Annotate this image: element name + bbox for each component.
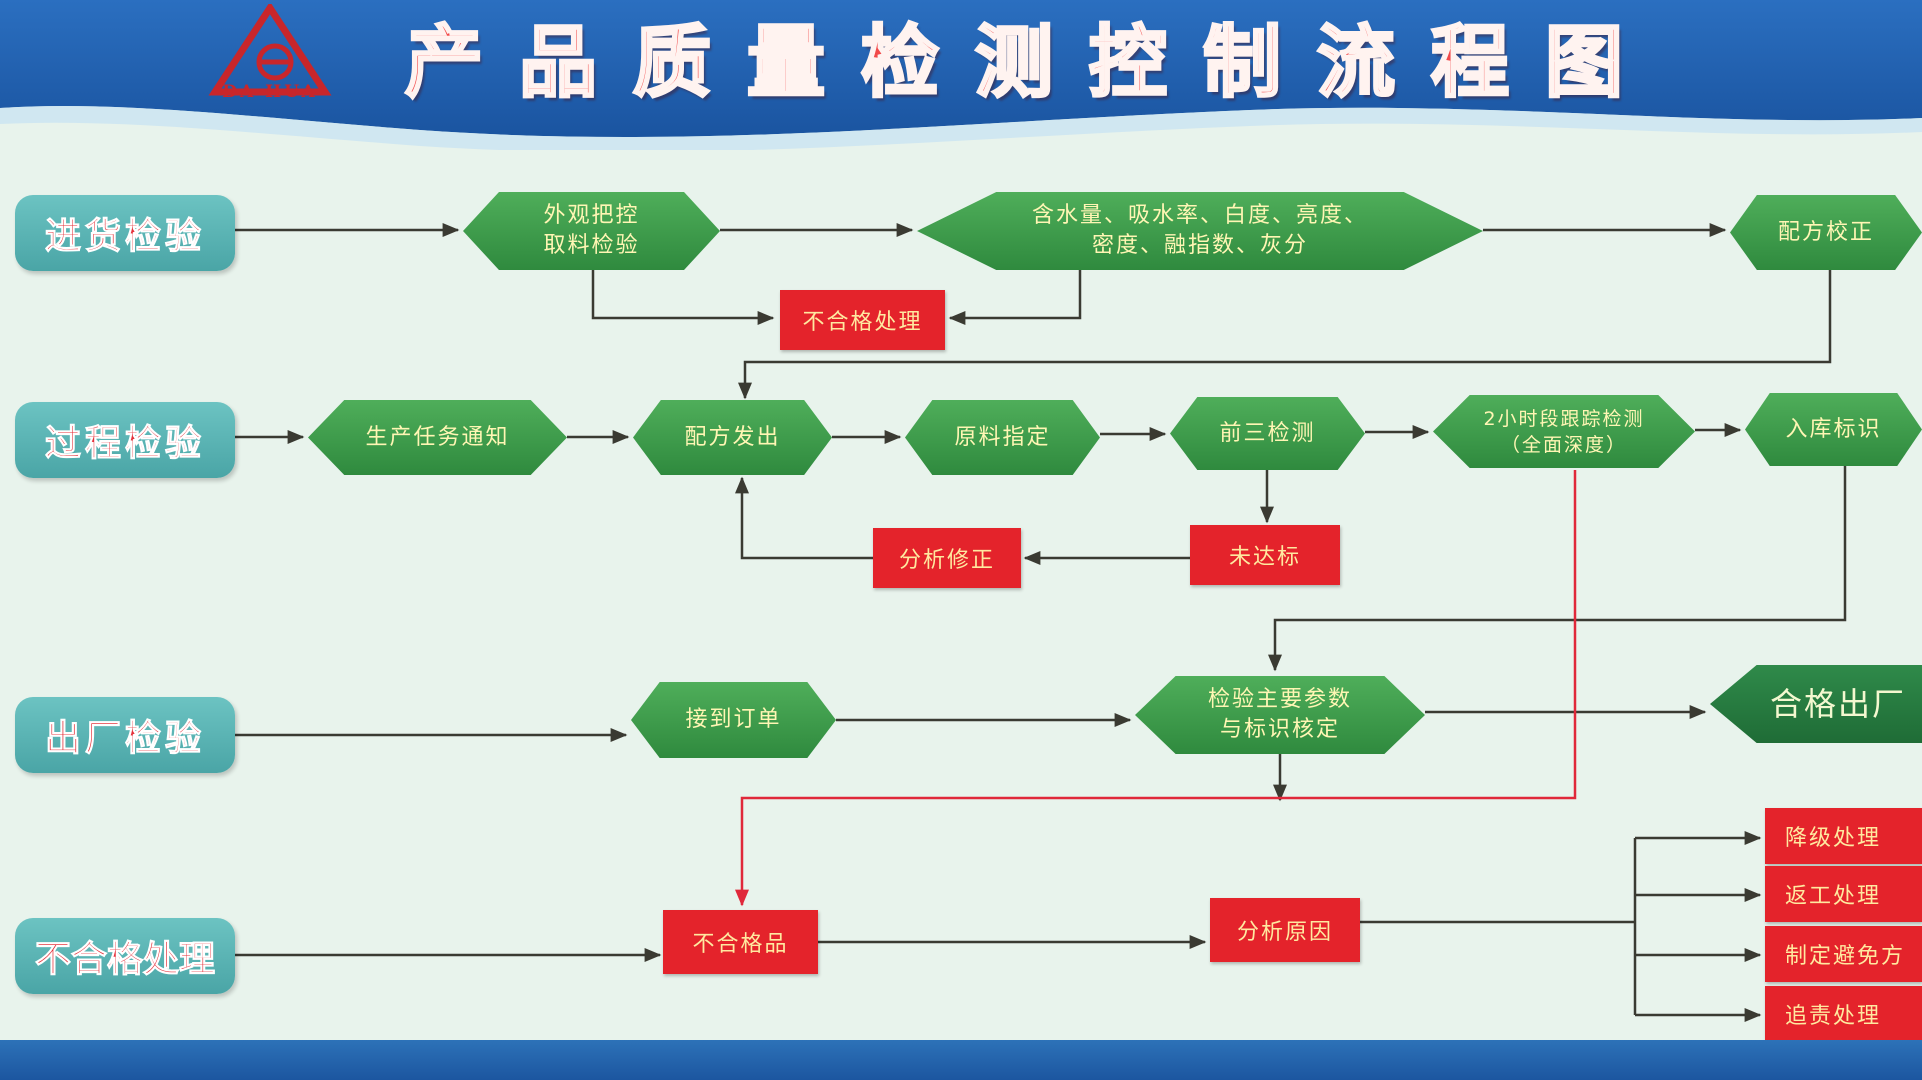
lane-nonconforming-handling: 不合格处理: [15, 918, 235, 994]
node-rework: 返工处理: [1765, 866, 1922, 922]
header-background: [0, 0, 1922, 150]
node-two-hour-tracking: 2小时段跟踪检测（全面深度）: [1433, 395, 1695, 468]
node-not-standard: 未达标: [1190, 525, 1340, 585]
node-production-notice: 生产任务通知: [308, 400, 567, 475]
page-title: 产品质量检测控制流程图: [403, 17, 1660, 110]
node-formula-issue: 配方发出: [633, 400, 832, 475]
logo-text: DA HUA: [222, 82, 318, 102]
node-material-assign: 原料指定: [905, 400, 1100, 475]
node-storage-label: 入库标识: [1745, 393, 1922, 466]
node-analyze-cause: 分析原因: [1210, 898, 1360, 962]
node-first-three-tests: 前三检测: [1170, 397, 1365, 470]
node-formula-correction: 配方校正: [1730, 195, 1922, 270]
node-moisture-tests: 含水量、吸水率、白度、亮度、密度、融指数、灰分: [917, 192, 1483, 270]
footer-band: [0, 1040, 1922, 1080]
lane-process-inspection: 过程检验: [15, 402, 235, 478]
node-appearance-check: 外观把控取料检验: [463, 192, 720, 270]
node-downgrade: 降级处理: [1765, 808, 1922, 864]
node-order-received: 接到订单: [631, 682, 836, 758]
header: DA HUA 产品质量检测控制流程图: [0, 0, 1922, 150]
lane-incoming-inspection: 进货检验: [15, 195, 235, 271]
node-main-params-check: 检验主要参数与标识核定: [1135, 676, 1425, 754]
node-prevention-plan: 制定避免方: [1765, 926, 1922, 982]
lane-outgoing-inspection: 出厂检验: [15, 697, 235, 773]
node-pass-ship: 合格出厂: [1710, 665, 1922, 743]
node-nonconforming-product: 不合格品: [663, 910, 818, 974]
node-accountability: 追责处理: [1765, 986, 1922, 1042]
node-reject-handling: 不合格处理: [780, 290, 945, 350]
node-analysis-fix: 分析修正: [873, 528, 1021, 588]
triangle-e-logo: [208, 4, 332, 96]
